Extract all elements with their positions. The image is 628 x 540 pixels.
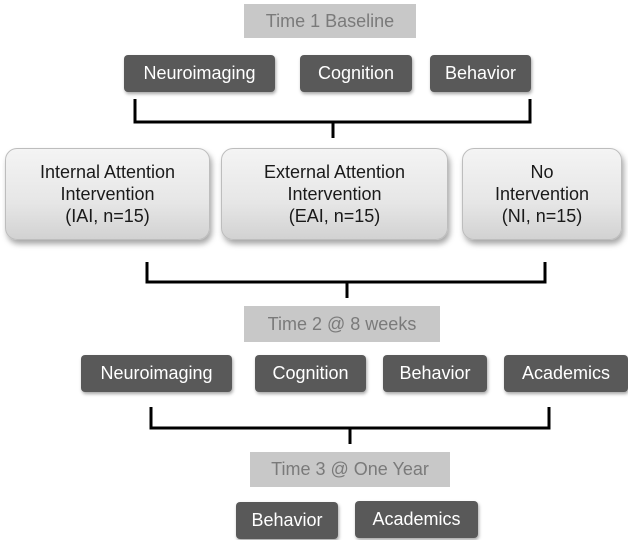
baseline-bracket [133, 99, 532, 138]
no-intervention-box: No Intervention (NI, n=15) [462, 148, 622, 240]
time2-bracket [149, 407, 551, 444]
time3-behavior-box: Behavior [236, 502, 338, 539]
time1-label: Time 1 Baseline [244, 4, 416, 38]
time3-academics-box: Academics [355, 501, 478, 538]
baseline-behavior-box: Behavior [430, 55, 531, 92]
external-attention-intervention-box: External Attention Intervention (EAI, n=… [221, 148, 448, 240]
time3-label: Time 3 @ One Year [250, 452, 450, 487]
time2-label: Time 2 @ 8 weeks [244, 306, 440, 342]
time2-neuroimaging-box: Neuroimaging [81, 355, 232, 392]
time2-academics-box: Academics [504, 355, 628, 392]
baseline-neuroimaging-box: Neuroimaging [124, 55, 275, 92]
intervention-bracket [145, 262, 547, 298]
time2-behavior-box: Behavior [383, 355, 487, 392]
time2-cognition-box: Cognition [255, 355, 366, 392]
internal-attention-intervention-box: Internal Attention Intervention (IAI, n=… [5, 148, 210, 240]
baseline-cognition-box: Cognition [300, 55, 412, 92]
